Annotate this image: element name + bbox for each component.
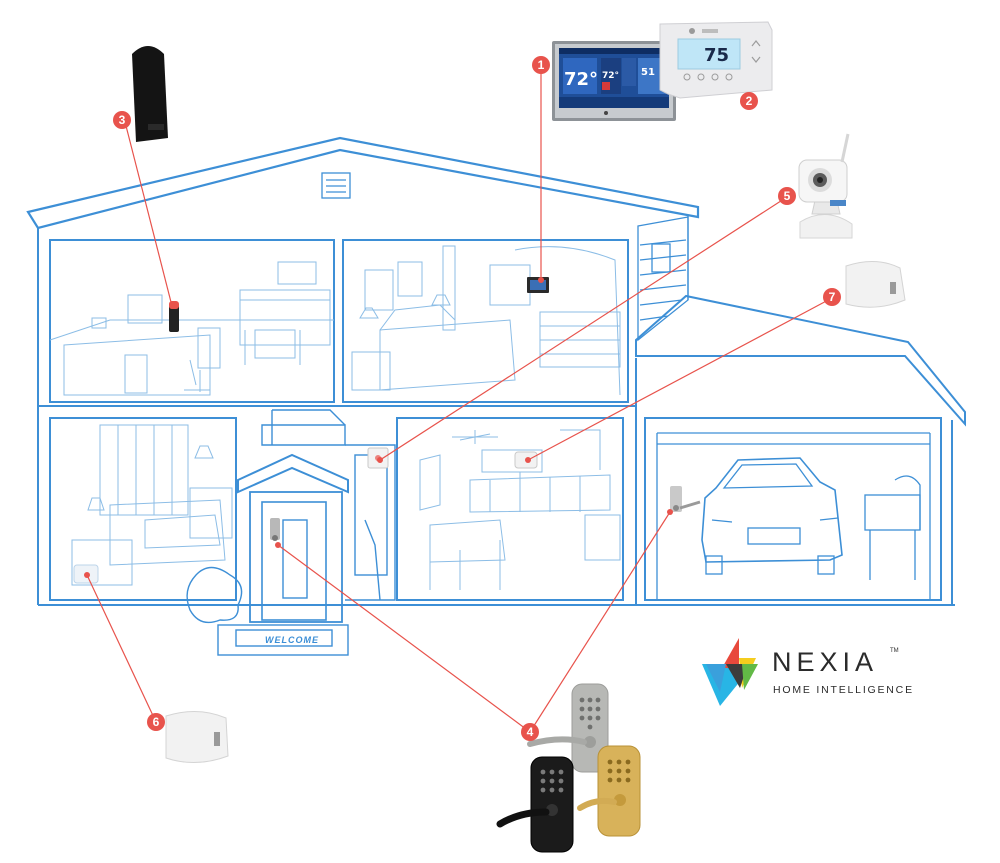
- callout-5: 5: [778, 187, 796, 205]
- callout-7-label: 7: [829, 290, 836, 304]
- nexia-logo-mark: [702, 638, 758, 706]
- thermostat-1-temp: 72°: [564, 69, 598, 90]
- callout-3: 3: [113, 111, 131, 129]
- home-bridge: [132, 46, 168, 142]
- bedroom-thermostat: [527, 277, 549, 293]
- security-camera: [798, 133, 853, 239]
- callout-2: 2: [740, 92, 758, 110]
- thermostat-1-setpoint: 72°: [602, 71, 619, 81]
- living-room: [71, 424, 233, 586]
- kitchen: [419, 429, 621, 590]
- thermostat-2-temp: 75: [704, 45, 729, 66]
- plug-in-module-6: [165, 711, 229, 764]
- welcome-mat-text: WELCOME: [265, 635, 319, 645]
- callout-6: 6: [147, 713, 165, 731]
- logo-brand-name: NEXIA: [772, 647, 878, 677]
- house-outline: [26, 136, 966, 606]
- callout-badges: 1 2 3 4 5 6 7: [113, 56, 841, 741]
- entry-area: [186, 409, 396, 656]
- leader-endpoints: [84, 277, 673, 578]
- callout-5-label: 5: [784, 189, 791, 203]
- garage-door-lock: [670, 486, 701, 512]
- touchscreen-thermostat: 72° 72° 51: [552, 41, 676, 121]
- nexia-logo: NEXIA TM HOME INTELLIGENCE: [702, 638, 914, 706]
- thermostat-1-outdoor: 51: [641, 67, 655, 78]
- plug-in-module-7: [845, 261, 906, 308]
- front-door-lock: [270, 518, 280, 541]
- callout-4-label: 4: [527, 725, 534, 739]
- bedroom: [351, 245, 621, 396]
- callout-6-label: 6: [153, 715, 160, 729]
- garage: [656, 432, 931, 600]
- logo-trademark: TM: [890, 648, 899, 654]
- callout-4: 4: [521, 723, 539, 741]
- callout-1: 1: [532, 56, 550, 74]
- keypad-lock-silver: [527, 683, 609, 773]
- callout-1-label: 1: [538, 58, 545, 72]
- office-room: [49, 261, 334, 396]
- logo-tagline: HOME INTELLIGENCE: [773, 684, 914, 696]
- basic-thermostat: 75: [659, 21, 773, 99]
- callout-7: 7: [823, 288, 841, 306]
- keypad-lock-brass: [577, 745, 641, 837]
- leader-lines: [86, 68, 833, 733]
- callout-3-label: 3: [119, 113, 126, 127]
- callout-2-label: 2: [746, 94, 753, 108]
- keypad-lock-black: [496, 756, 574, 853]
